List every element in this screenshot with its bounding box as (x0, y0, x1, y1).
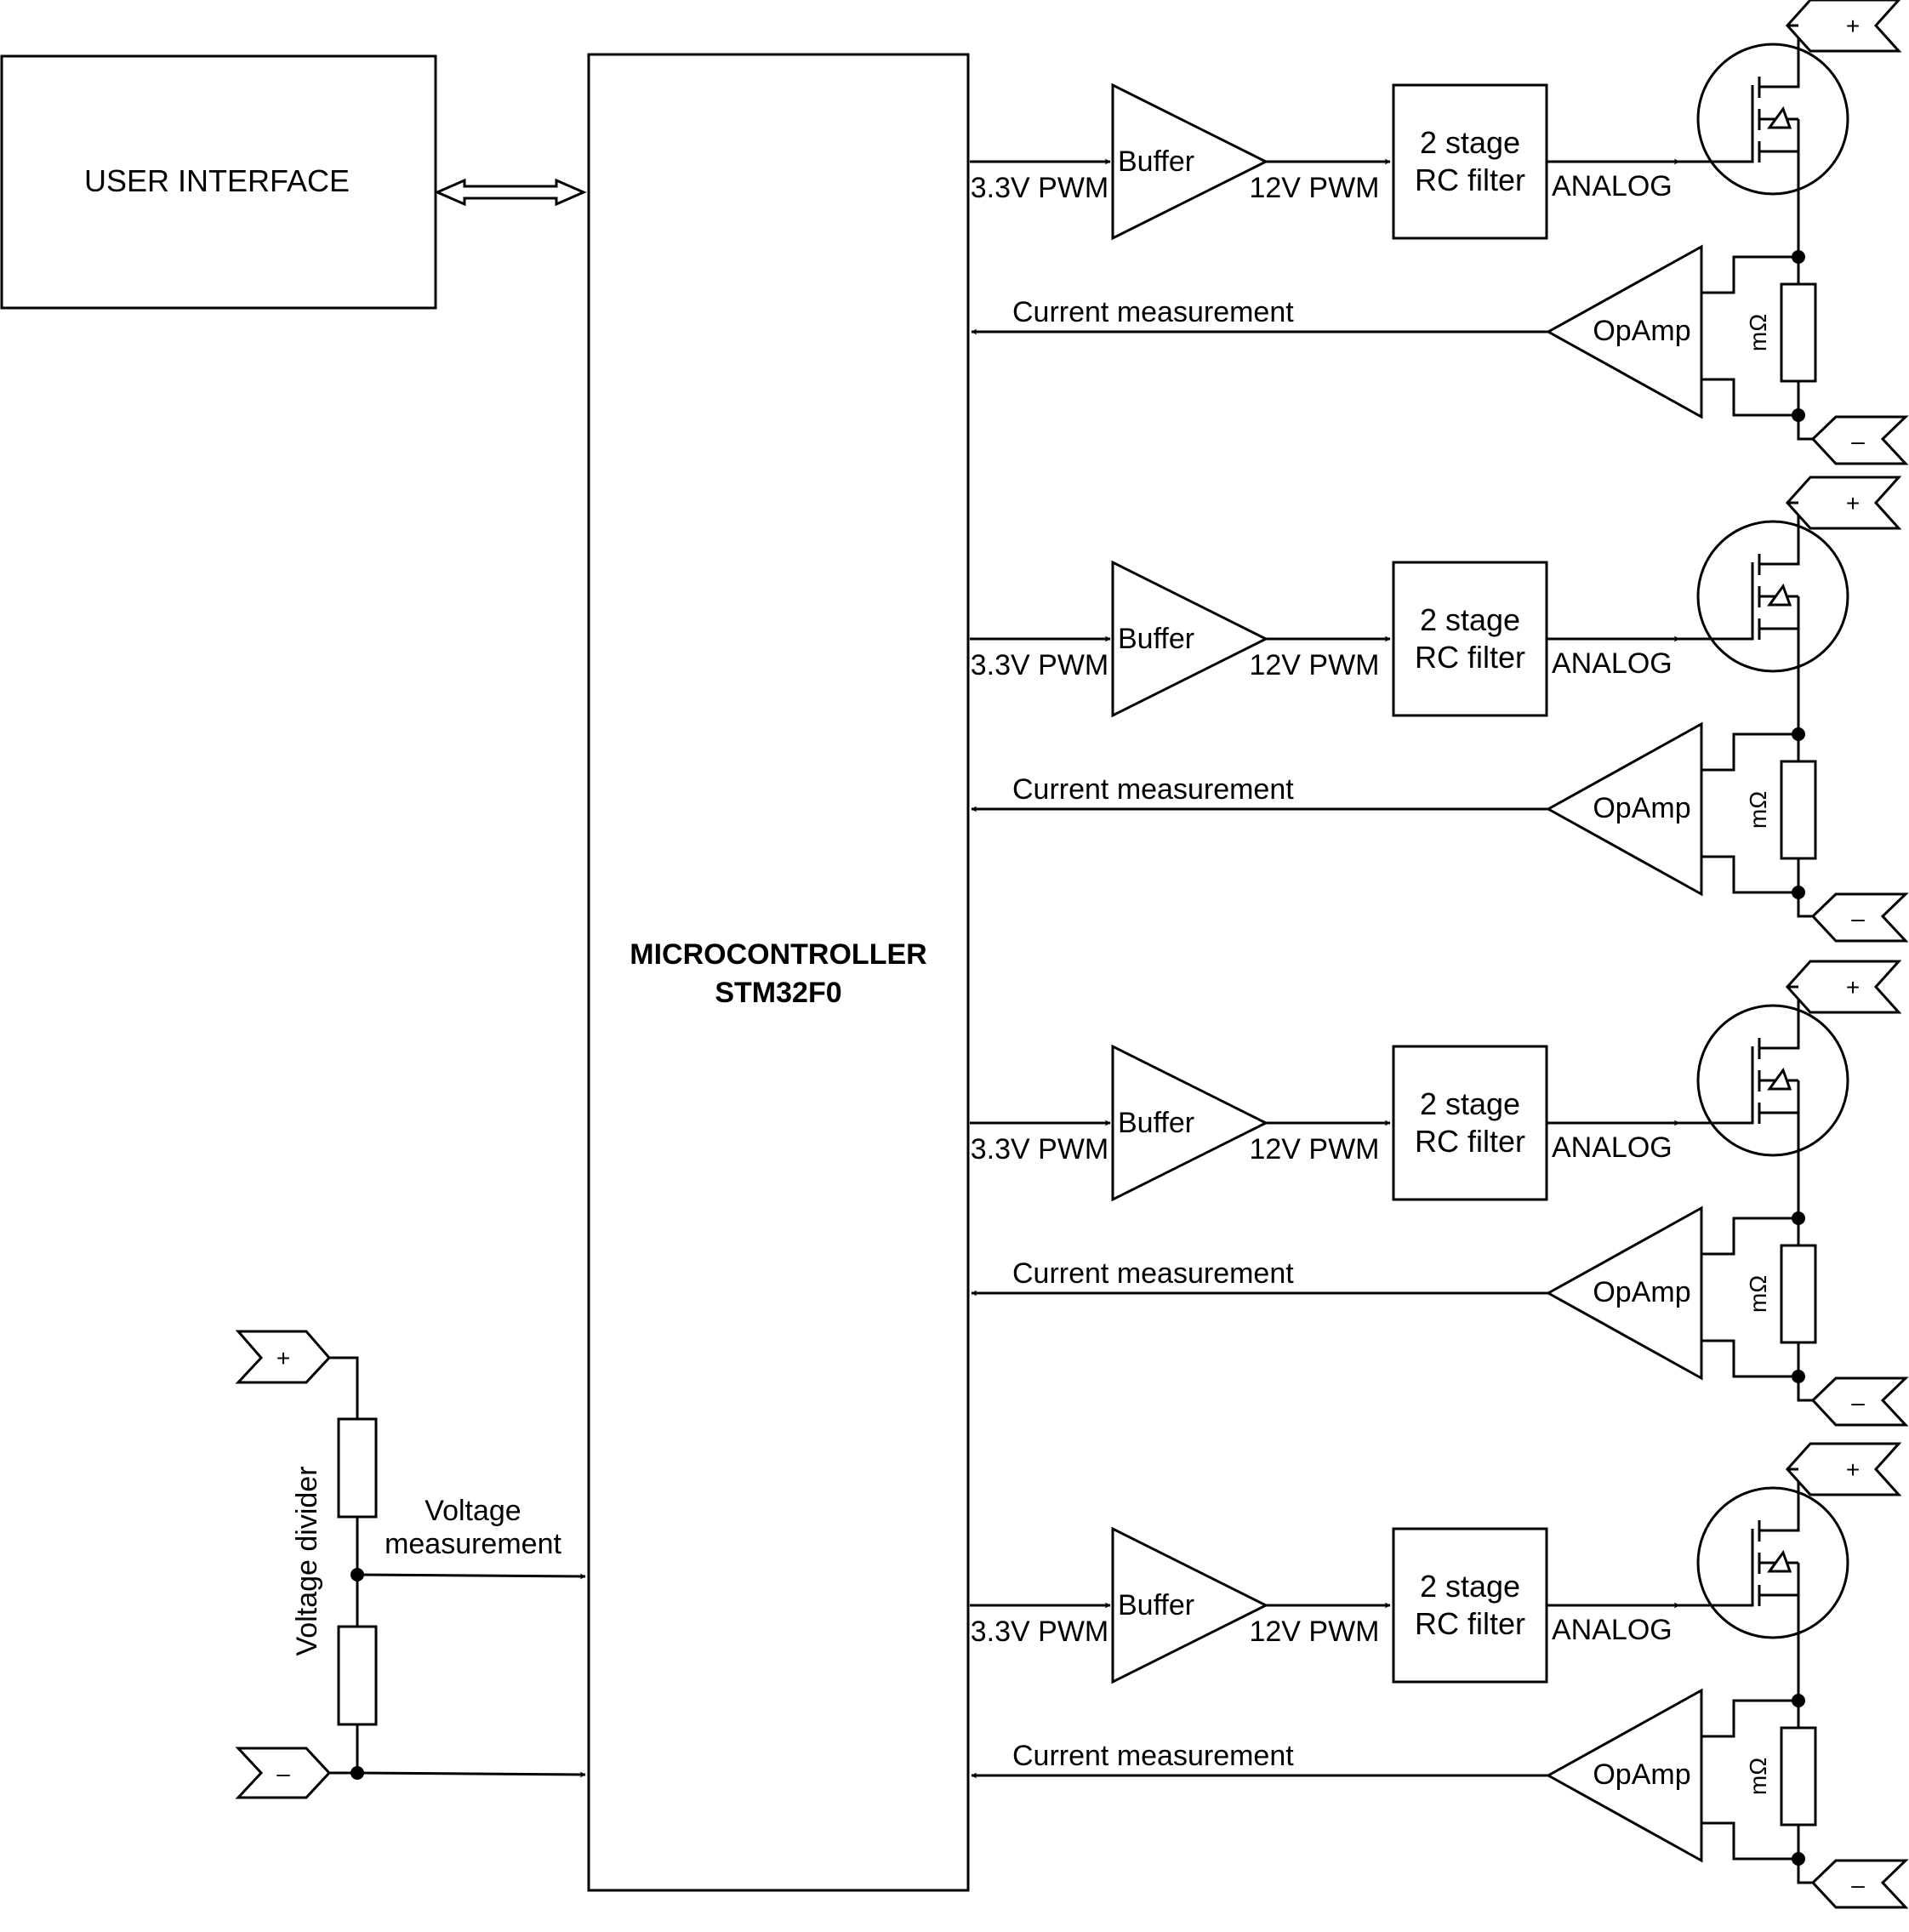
opamp-label: OpAmp (1593, 1276, 1690, 1308)
pwm-input-label: 3.3V PWM (971, 1133, 1108, 1165)
pwm-input-label: 3.3V PWM (971, 649, 1108, 681)
analog-label: ANALOG (1552, 647, 1673, 680)
source-minus-terminal: – (1797, 1859, 1909, 1909)
voltage-plus-terminal: + (235, 1330, 332, 1384)
pwm-output-label: 12V PWM (1249, 1133, 1379, 1165)
source-minus-terminal: – (1797, 892, 1909, 943)
shunt-resistor (1780, 1726, 1817, 1827)
opamp (1545, 721, 1703, 897)
rc-filter-block (1392, 1045, 1548, 1201)
opamp (1545, 1205, 1703, 1381)
drain-plus-terminal: + (1785, 0, 1902, 53)
source-minus-terminal: – (1797, 415, 1909, 465)
analog-label: ANALOG (1552, 170, 1673, 202)
mosfet-symbol (1679, 501, 1849, 734)
buffer-amplifier (1111, 1044, 1269, 1202)
pwm-input-label: 3.3V PWM (971, 172, 1108, 204)
voltage-plus-symbol: + (276, 1345, 290, 1371)
current-measurement-label: Current measurement (1012, 773, 1294, 806)
pwm-output-label: 12V PWM (1249, 1616, 1379, 1648)
rc-filter-block (1392, 561, 1548, 717)
shunt-network: mΩ (1701, 727, 1817, 916)
current-measurement-label: Current measurement (1012, 1257, 1294, 1290)
shunt-value-label: mΩ (1745, 791, 1771, 829)
plus-symbol: + (1846, 490, 1860, 516)
opamp-label: OpAmp (1593, 1758, 1690, 1791)
voltage-minus-symbol: – (276, 1760, 290, 1787)
rc-filter-label-1: 2 stage (1420, 1086, 1520, 1121)
rc-filter-label-2: RC filter (1415, 162, 1525, 197)
voltage-measurement-label-2: measurement (385, 1528, 561, 1560)
voltage-measurement-label-1: Voltage (425, 1495, 521, 1527)
microcontroller-block: MICROCONTROLLER STM32F0 (587, 53, 970, 1892)
rc-filter-block (1392, 83, 1548, 240)
microcontroller-model: STM32F0 (715, 977, 841, 1009)
buffer-label: Buffer (1118, 623, 1194, 655)
analog-label: ANALOG (1552, 1131, 1673, 1164)
minus-symbol: – (1851, 1389, 1865, 1416)
rc-filter-label-2: RC filter (1415, 1124, 1525, 1159)
divider-resistor-bottom (337, 1625, 378, 1726)
shunt-value-label: mΩ (1745, 1758, 1771, 1795)
plus-symbol: + (1846, 13, 1860, 39)
opamp (1545, 1688, 1703, 1863)
ui-bus-arrow (434, 178, 587, 207)
mosfet-symbol (1679, 24, 1849, 257)
shunt-network: mΩ (1701, 1211, 1817, 1400)
buffer-label: Buffer (1118, 1107, 1194, 1139)
user-interface-block: USER INTERFACE (0, 54, 437, 310)
mosfet-symbol (1679, 985, 1849, 1218)
current-measurement-label: Current measurement (1012, 296, 1294, 328)
pwm-output-label: 12V PWM (1249, 649, 1379, 681)
rc-filter-label-1: 2 stage (1420, 1569, 1520, 1604)
rc-filter-block (1392, 1527, 1548, 1684)
analog-label: ANALOG (1552, 1614, 1673, 1646)
voltage-divider-label: Voltage divider (291, 1466, 323, 1656)
pwm-input-label: 3.3V PWM (971, 1616, 1108, 1648)
buffer-label: Buffer (1118, 1589, 1194, 1621)
voltage-minus-terminal: – (235, 1747, 332, 1799)
buffer-amplifier (1111, 1526, 1269, 1684)
minus-symbol: – (1851, 905, 1865, 932)
pwm-output-label: 12V PWM (1249, 172, 1379, 204)
shunt-resistor (1780, 282, 1817, 383)
opamp-label: OpAmp (1593, 315, 1690, 347)
rc-filter-label-2: RC filter (1415, 640, 1525, 675)
shunt-network: mΩ (1701, 1694, 1817, 1883)
plus-symbol: + (1846, 974, 1860, 1000)
voltage-measurement-section: + – Voltage divider Voltage measurement (235, 1330, 586, 1799)
minus-symbol: – (1851, 428, 1865, 454)
shunt-value-label: mΩ (1745, 1275, 1771, 1313)
mosfet-symbol (1679, 1468, 1849, 1701)
buffer-label: Buffer (1118, 145, 1194, 178)
opamp (1545, 244, 1703, 419)
rc-filter-label-1: 2 stage (1420, 602, 1520, 637)
shunt-resistor (1780, 760, 1817, 860)
shunt-value-label: mΩ (1745, 314, 1771, 351)
drain-plus-terminal: + (1785, 960, 1902, 1014)
divider-resistor-top (337, 1417, 378, 1519)
shunt-resistor (1780, 1244, 1817, 1344)
plus-symbol: + (1846, 1456, 1860, 1483)
current-measurement-label: Current measurement (1012, 1740, 1294, 1772)
buffer-amplifier (1111, 83, 1269, 241)
rc-filter-label-2: RC filter (1415, 1606, 1525, 1641)
shunt-network: mΩ (1701, 250, 1817, 439)
buffer-amplifier (1111, 560, 1269, 718)
source-minus-terminal: – (1797, 1376, 1909, 1427)
user-interface-label: USER INTERFACE (84, 163, 350, 198)
opamp-label: OpAmp (1593, 792, 1690, 824)
drain-plus-terminal: + (1785, 1442, 1902, 1496)
drain-plus-terminal: + (1785, 476, 1902, 530)
rc-filter-label-1: 2 stage (1420, 125, 1520, 160)
minus-symbol: – (1851, 1872, 1865, 1898)
microcontroller-label: MICROCONTROLLER (630, 938, 926, 971)
